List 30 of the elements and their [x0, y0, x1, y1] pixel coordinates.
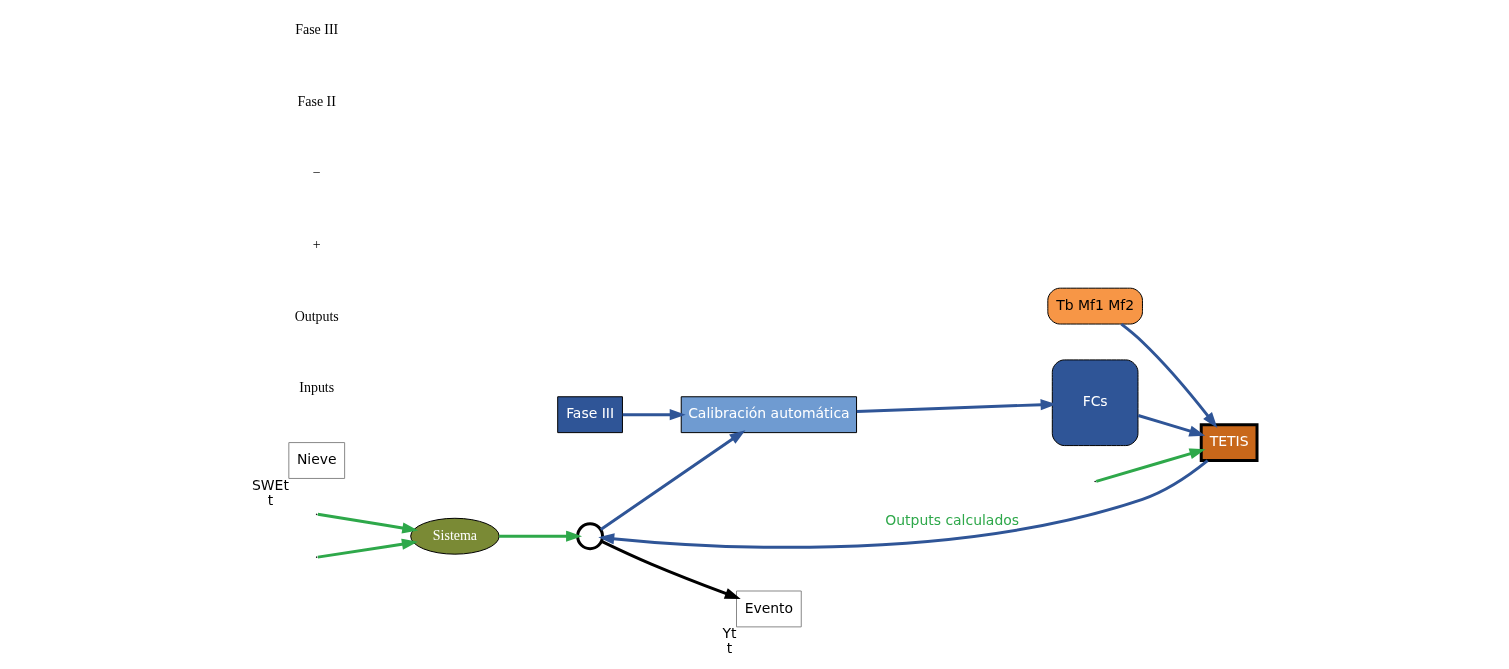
node-ellipse: Sistema — [410, 517, 500, 555]
node-label: t — [726, 639, 733, 656]
node-label: SWEt — [251, 476, 289, 493]
arrow — [317, 538, 418, 559]
label: + — [312, 237, 321, 253]
arrow — [1095, 448, 1206, 483]
node-box: TETIS — [1199, 423, 1259, 462]
arrow — [600, 430, 746, 531]
label: Outputs — [294, 308, 339, 324]
arrow — [1137, 414, 1206, 437]
label: Inputs — [299, 380, 335, 396]
arrow — [499, 530, 583, 542]
node-circle — [576, 522, 605, 551]
arrow — [601, 540, 741, 600]
arrow — [317, 512, 419, 534]
node-box: Nieve — [288, 442, 346, 479]
node-box: Tb Mf1 Mf2 — [1047, 287, 1143, 325]
node-label: Yt — [722, 625, 737, 642]
edge-label: Outputs calculados — [885, 512, 1020, 529]
label: Fase II — [297, 93, 336, 109]
node-label: t — [267, 491, 274, 508]
arrow — [1120, 323, 1218, 429]
node-box: FCs — [1051, 359, 1139, 447]
node-box: Fase III — [557, 396, 623, 434]
node-box: Evento — [736, 590, 802, 628]
arrow — [598, 459, 1209, 549]
label: Fase III — [295, 21, 339, 37]
node-box: Calibración automática — [680, 396, 858, 434]
label: − — [312, 165, 321, 181]
arrow — [622, 409, 686, 421]
